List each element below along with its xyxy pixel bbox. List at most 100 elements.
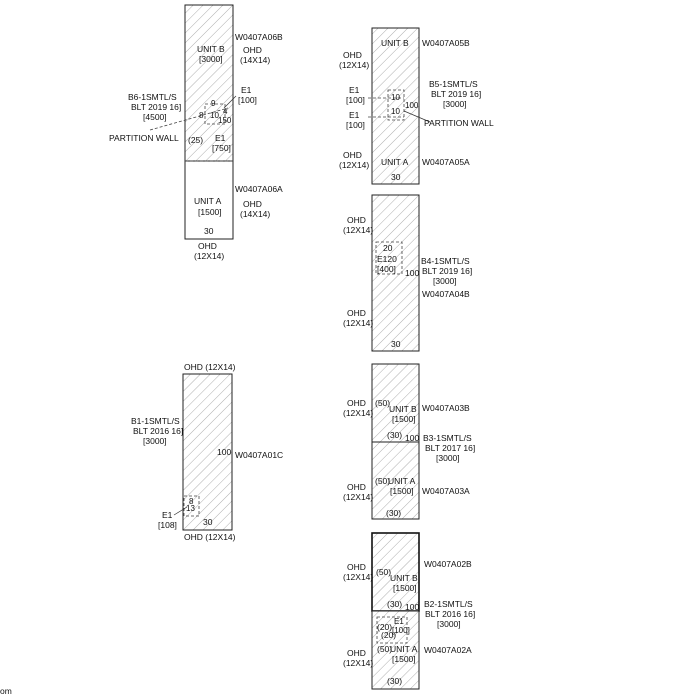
b5-ohd-left-size: (12X14)	[339, 60, 369, 70]
b3-unit-a-label: UNIT A	[388, 476, 416, 486]
b5-e1-a-area: [100]	[346, 95, 365, 105]
b4-ohd-bottom: OHD	[347, 308, 366, 318]
b3-label-line1: B3-1SMTL/S	[423, 433, 472, 443]
b6-partition-wall	[149, 107, 229, 131]
b2-unit-a-area	[371, 610, 420, 690]
b2-dim-50b: (50)	[377, 644, 392, 654]
b6-label-line1: B6-1SMTL/S	[128, 92, 177, 102]
b1-label-line1: B1-1SMTL/S	[131, 416, 180, 426]
b4-label-line2: BLT 2019 16]	[422, 266, 472, 276]
b5-e1-b-area: [100]	[346, 120, 365, 130]
b6-hatched-area	[184, 4, 234, 162]
b5-partition-label: PARTITION WALL	[424, 118, 494, 128]
b2-unit-a-label: UNIT A	[390, 644, 418, 654]
b6-dim-150: 150	[218, 116, 232, 125]
b4-ohd-top-size: (12X14)	[343, 225, 373, 235]
b2-unit-a-area-label: [1500]	[392, 654, 416, 664]
b6-unit-b-label: UNIT B	[197, 44, 225, 54]
b1-hatched-area	[182, 373, 233, 531]
b6-e1-leader	[223, 95, 237, 109]
b6-label-line3: [4500]	[143, 112, 167, 122]
b6-id-top: W0407A06B	[235, 32, 283, 42]
b4-label-line1: B4-1SMTL/S	[421, 256, 470, 266]
b3-unit-a-area-label: [1500]	[390, 486, 414, 496]
building-b6: UNIT B [3000] W0407A06B OHD (14X14) B6-1…	[109, 4, 283, 261]
b6-unit-a-area	[184, 160, 234, 240]
b2-label-line2: BLT 2016 16]	[425, 609, 475, 619]
b3-id-bottom: W0407A03A	[422, 486, 470, 496]
b2-ohd-top: OHD	[347, 562, 366, 572]
b4-e120-area: [400]	[377, 264, 396, 274]
b4-label-line3: [3000]	[433, 276, 457, 286]
b3-label-line2: BLT 2017 16]	[425, 443, 475, 453]
b1-e1-leader	[173, 506, 188, 516]
b3-dim-50a: (50)	[375, 398, 390, 408]
b4-ohd-top: OHD	[347, 215, 366, 225]
b4-dim-30: 30	[391, 339, 401, 349]
b2-e1-outline	[376, 616, 408, 644]
b1-ohd-top: OHD (12X14)	[184, 362, 236, 372]
b4-id: W0407A04B	[422, 289, 470, 299]
b4-ohd-bottom-size: (12X14)	[343, 318, 373, 328]
building-b5: UNIT B W0407A05B OHD (12X14) B5-1SMTL/S …	[339, 27, 494, 185]
b6-ohd-bottom-size: (14X14)	[240, 209, 270, 219]
b5-label-line2: BLT 2019 16]	[431, 89, 481, 99]
b4-e120-outline	[375, 241, 403, 275]
b5-ohd-left: OHD	[343, 50, 362, 60]
b5-dim-100: 100	[405, 101, 419, 110]
building-b4: OHD (12X14) 20 E120 [400] 100 B4-1SMTL/S…	[343, 194, 472, 352]
b6-e1-top-area: [100]	[238, 95, 257, 105]
b3-ohd-top-size: (12X14)	[343, 408, 373, 418]
b6-label-line2: BLT 2019 16]	[131, 102, 181, 112]
b2-e1: E1	[394, 617, 404, 626]
b6-e1-mid-area: [750]	[212, 143, 231, 153]
b5-e1-a: E1	[349, 85, 360, 95]
b6-ohd-top: OHD	[243, 45, 262, 55]
building-b3: OHD (12X14) (50) UNIT B [1500] W0407A03B…	[343, 363, 475, 520]
b1-label-line2: BLT 2016 16]	[133, 426, 183, 436]
b6-ohd-bottom: OHD	[243, 199, 262, 209]
b6-unit-a-area: [1500]	[198, 207, 222, 217]
b4-dim-20: 20	[383, 243, 393, 253]
b3-ohd-top: OHD	[347, 398, 366, 408]
b4-e120: E120	[377, 254, 397, 264]
b3-dim-100: 100	[405, 433, 419, 443]
building-b2: OHD (12X14) (50) UNIT B [1500] W0407A02B…	[343, 532, 475, 690]
b2-dim-20: (20)	[377, 622, 392, 632]
b2-label-line1: B2-1SMTL/S	[424, 599, 473, 609]
b1-dim-8: 8	[189, 497, 194, 506]
b5-unit-b-label: UNIT B	[381, 38, 409, 48]
b2-id-top: W0407A02B	[424, 559, 472, 569]
b5-e1-outline	[387, 89, 405, 121]
b5-dim-10b: 10	[391, 107, 400, 116]
b1-id: W0407A01C	[235, 450, 283, 460]
b2-unit-b-label: UNIT B	[390, 573, 418, 583]
b3-label-line3: [3000]	[436, 453, 460, 463]
b1-e1-area: [108]	[158, 520, 177, 530]
b6-unit-b-area: [3000]	[199, 54, 223, 64]
b1-label-line3: [3000]	[143, 436, 167, 446]
b6-e1-outline	[204, 103, 226, 125]
b4-hatched-area	[371, 194, 420, 352]
b4-dim-100: 100	[405, 268, 419, 278]
b2-dim-20b: (20)	[381, 630, 396, 640]
b6-dim-8: 8	[199, 111, 204, 120]
b5-label-line1: B5-1SMTL/S	[429, 79, 478, 89]
b2-dim-30b: (30)	[387, 676, 402, 686]
b5-e1-b: E1	[349, 110, 360, 120]
b6-dim-9: 9	[211, 99, 216, 108]
b3-dim-30b: (30)	[386, 508, 401, 518]
b6-dim-25: (25)	[188, 135, 203, 145]
b6-ohd-base: OHD	[198, 241, 217, 251]
corner-fragment: om	[0, 686, 12, 696]
b2-dim-30a: (30)	[387, 599, 402, 609]
b3-unit-a-area	[371, 441, 420, 520]
b6-id-bottom: W0407A06A	[235, 184, 283, 194]
b2-label-line3: [3000]	[437, 619, 461, 629]
b2-unit-b-area-label: [1500]	[393, 583, 417, 593]
b3-ohd-bottom: OHD	[347, 482, 366, 492]
b6-partition-label: PARTITION WALL	[109, 133, 179, 143]
b1-dim-100: 100	[217, 447, 231, 457]
b2-dim-100: 100	[405, 602, 419, 612]
